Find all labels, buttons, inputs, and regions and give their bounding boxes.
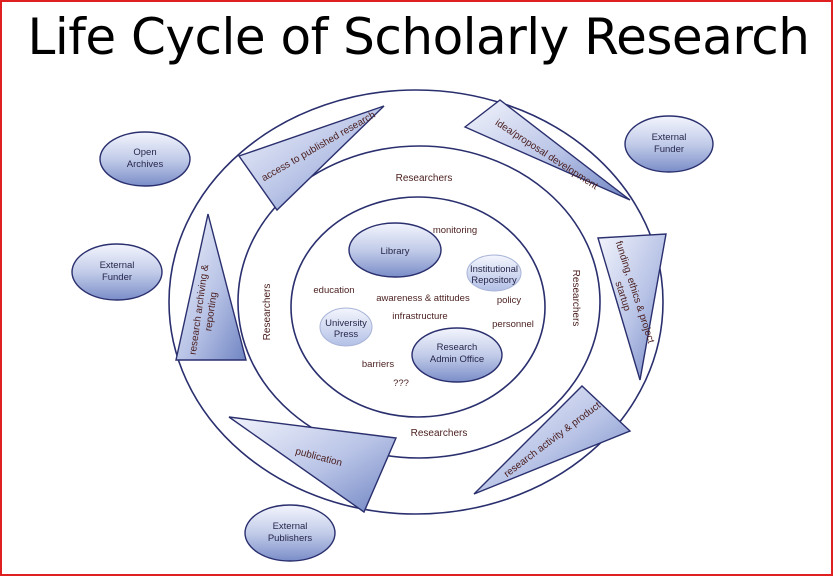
- svg-text:Repository: Repository: [471, 275, 517, 286]
- svg-text:External: External: [100, 260, 135, 271]
- svg-text:Admin Office: Admin Office: [430, 354, 484, 365]
- stage-activity: research activity & product: [473, 385, 632, 495]
- svg-text:Library: Library: [380, 246, 409, 257]
- stage-funding: funding, ethics & project startup: [597, 233, 667, 381]
- stage-archiving-label-2: reporting: [203, 291, 219, 332]
- svg-text:External: External: [652, 132, 687, 143]
- stage-archiving-triangle: [175, 213, 247, 361]
- stage-access-triangle: [237, 105, 385, 212]
- node-library: Library: [348, 222, 442, 278]
- word-monitoring: monitoring: [433, 225, 477, 236]
- svg-text:Institutional: Institutional: [470, 264, 518, 275]
- svg-text:External: External: [273, 521, 308, 532]
- svg-text:Press: Press: [334, 329, 359, 340]
- svg-text:University: University: [325, 318, 367, 329]
- word-education: education: [313, 285, 354, 296]
- researchers-top: Researchers: [396, 173, 453, 184]
- node-external-funder-right: External Funder: [624, 115, 714, 173]
- researchers-right: Researchers: [570, 270, 581, 327]
- svg-text:Publishers: Publishers: [268, 533, 313, 544]
- word-awareness: awareness & attitudes: [376, 293, 470, 304]
- stage-idea-triangle: [463, 99, 631, 201]
- word-personnel: personnel: [492, 319, 534, 330]
- word-policy: policy: [497, 295, 522, 306]
- svg-text:Funder: Funder: [102, 272, 132, 283]
- middle-ring: [237, 145, 601, 459]
- outer-ring: [168, 89, 664, 515]
- stage-funding-triangle: [597, 233, 667, 381]
- svg-text:Archives: Archives: [127, 159, 164, 170]
- stage-access: access to published research: [237, 105, 385, 212]
- slide-title: Life Cycle of Scholarly Research: [27, 8, 810, 66]
- node-university-press: University Press: [319, 307, 373, 347]
- node-institutional-repository: Institutional Repository: [466, 254, 522, 292]
- stage-publication-triangle: [228, 416, 398, 514]
- svg-text:Open: Open: [133, 147, 156, 158]
- inner-ring: [290, 196, 546, 418]
- word-barriers: barriers: [362, 359, 394, 370]
- researchers-left: Researchers: [262, 284, 273, 341]
- node-external-publishers: External Publishers: [244, 504, 336, 562]
- stage-activity-triangle: [473, 385, 632, 495]
- node-external-funder-left: External Funder: [71, 243, 163, 301]
- svg-text:Research: Research: [437, 342, 478, 353]
- stage-idea-label: idea/proposal development: [493, 118, 600, 193]
- svg-text:Funder: Funder: [654, 144, 684, 155]
- researchers-bottom: Researchers: [411, 428, 468, 439]
- stage-idea: idea/proposal development: [463, 99, 631, 201]
- word-infrastructure: infrastructure: [392, 311, 447, 322]
- node-open-archives: Open Archives: [99, 131, 191, 187]
- stage-publication: publication: [228, 416, 398, 514]
- word-unknown: ???: [393, 378, 409, 389]
- node-research-admin-office: Research Admin Office: [411, 327, 503, 383]
- stage-archiving: research archiving & reporting: [175, 213, 247, 361]
